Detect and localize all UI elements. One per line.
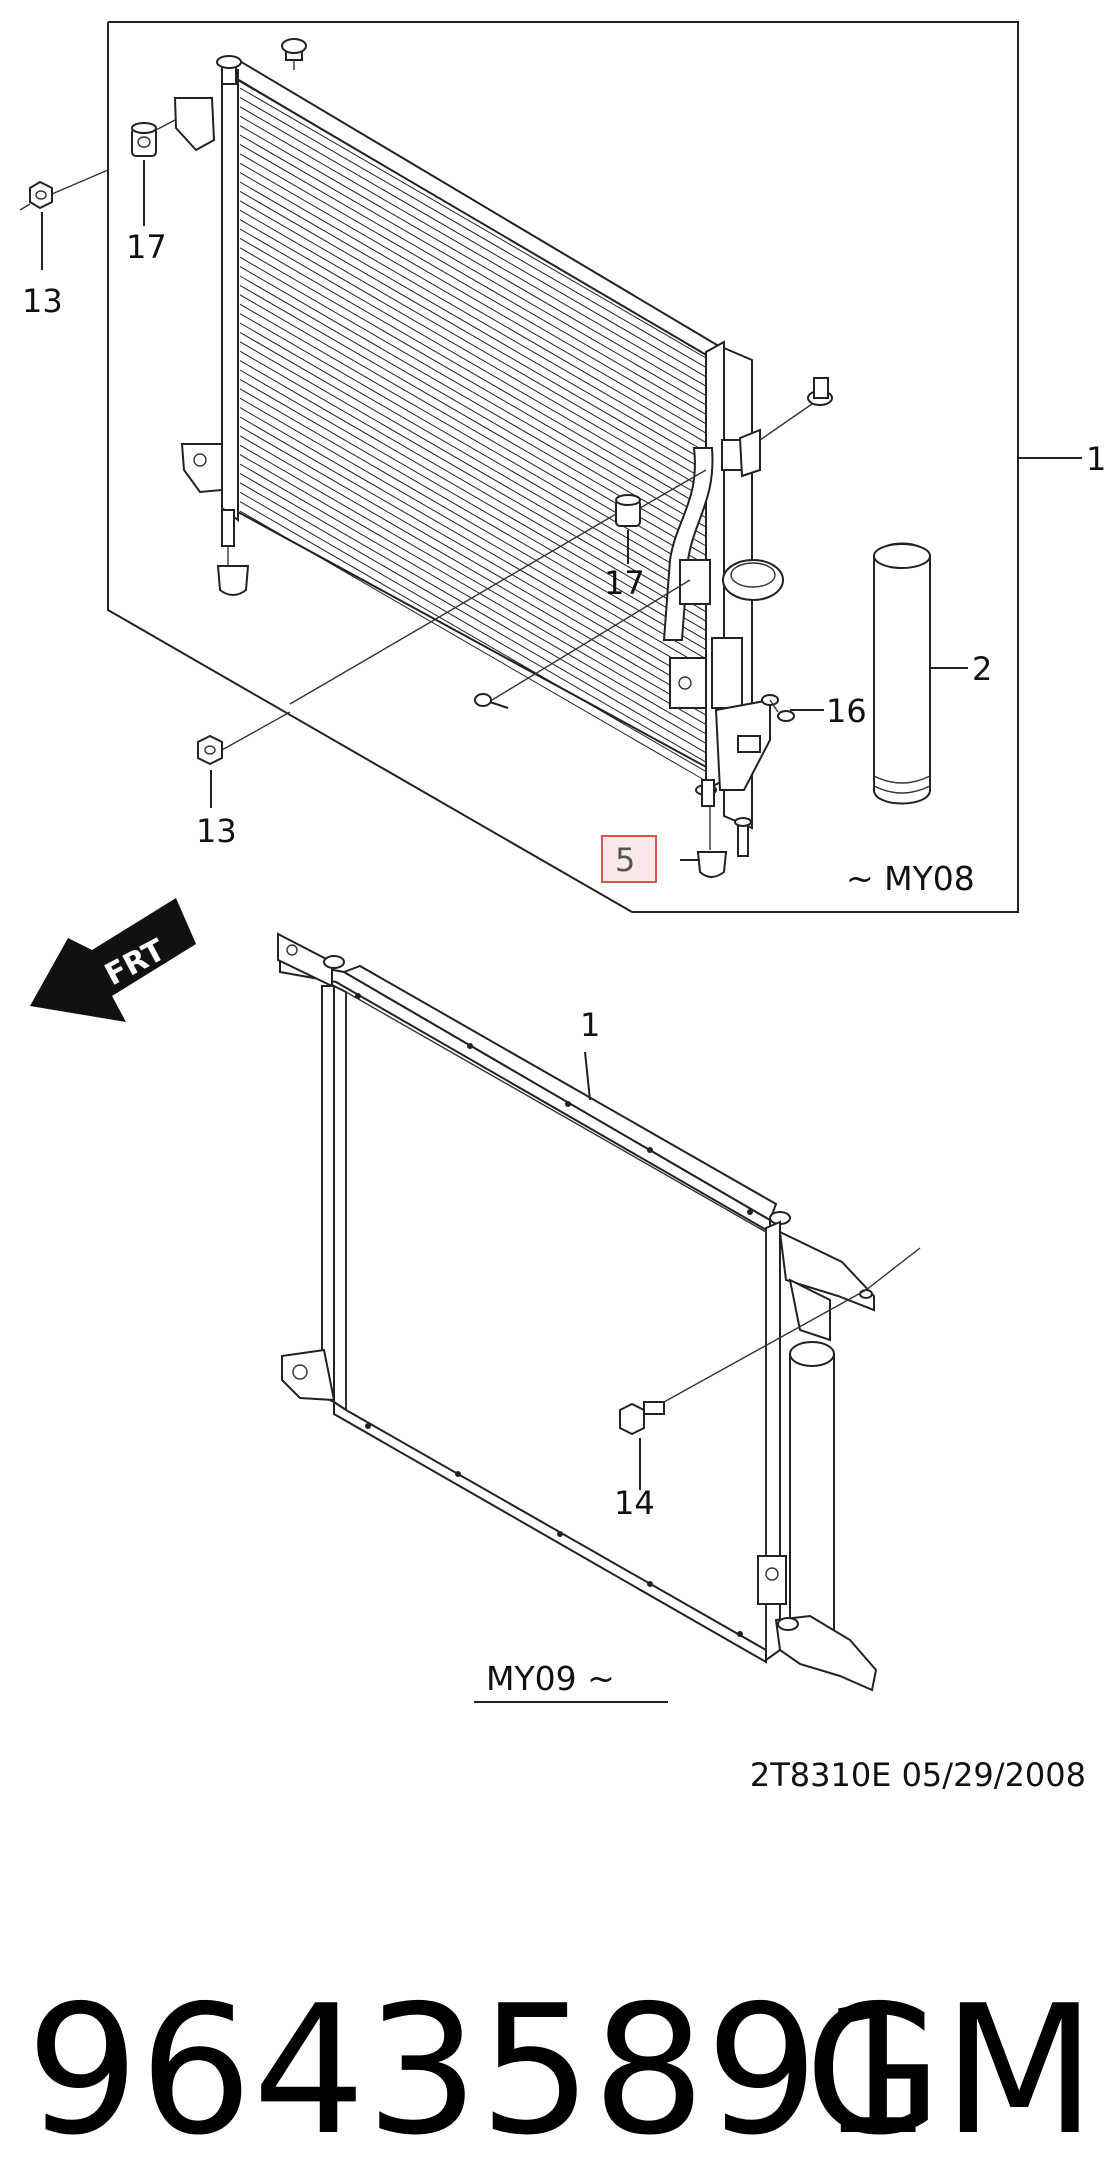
rivet: [747, 1209, 753, 1215]
condenser-fin-line: [239, 303, 707, 575]
condenser-fins: [239, 87, 707, 782]
rivet: [455, 1471, 461, 1477]
condenser-fin-line: [239, 209, 707, 481]
condenser-fin-line: [239, 181, 707, 453]
callout-13-upper: 13: [22, 282, 63, 320]
condenser-fin-line: [239, 106, 707, 378]
part-number: 96435891: [26, 1967, 932, 2160]
upper-assembly: 1 2 16 17 13 17 13 5 ~ MY08: [19, 21, 1106, 913]
condenser-fin-line: [239, 115, 707, 387]
drawing-code: 2T8310E 05/29/2008: [750, 1756, 1086, 1794]
rivet: [737, 1631, 743, 1637]
condenser-fin-line: [239, 482, 707, 754]
condenser-fin-line: [239, 219, 707, 491]
nut-13-upper: [29, 180, 53, 210]
condenser-fin-line: [239, 369, 707, 641]
condenser-fin-line: [239, 162, 707, 434]
condenser-fin-line: [239, 190, 707, 462]
condenser-fin-line: [239, 501, 707, 773]
callout-1-bottom: 1: [580, 1006, 600, 1044]
condenser-fin-line: [239, 378, 707, 650]
condenser-core: [220, 58, 753, 830]
rivet: [565, 1101, 571, 1107]
condenser-fin-line: [239, 125, 707, 397]
condenser-fin-line: [239, 463, 707, 735]
condenser-fin-line: [239, 454, 707, 726]
rivet: [647, 1147, 653, 1153]
rivet: [467, 1043, 473, 1049]
bushing-17-upper: [131, 122, 157, 157]
callout-17-upper: 17: [126, 228, 167, 266]
receiver-drier-2: [873, 542, 931, 805]
leader-lines-upper: [19, 60, 1082, 861]
rail-rivets: [355, 993, 753, 1637]
condenser-fin-line: [239, 96, 707, 368]
callout-16: 16: [826, 692, 867, 730]
condenser-fin-line: [239, 143, 707, 415]
condenser-fin-line: [239, 350, 707, 622]
condenser-fin-line: [239, 87, 707, 359]
callout-13-lower: 13: [196, 812, 237, 850]
left-upper-bracket: [173, 97, 216, 152]
screw-small: [474, 693, 509, 709]
left-lower-bracket: [180, 443, 223, 494]
enclosure-outline: [107, 21, 1019, 913]
condenser-fin-line: [239, 228, 707, 500]
nut-13-lower: [197, 734, 223, 766]
top-pin-left: [216, 55, 242, 85]
brand-name: GM: [804, 1967, 1096, 2160]
condenser-fin-line: [239, 200, 707, 472]
condenser-fin-line: [239, 256, 707, 528]
condenser-fin-line: [239, 360, 707, 632]
condenser-fin-line: [239, 397, 707, 669]
bushing-17-lower: [615, 494, 641, 527]
callout-5-highlight: 5: [601, 835, 657, 883]
condenser-fin-line: [239, 388, 707, 660]
condenser-fin-line: [239, 153, 707, 425]
model-year-upper: ~ MY08: [846, 859, 975, 898]
condenser-fin-line: [239, 266, 707, 538]
condenser-fin-line: [239, 247, 707, 519]
callout-14: 14: [614, 1484, 655, 1522]
condenser-fin-line: [239, 435, 707, 707]
callout-2: 2: [972, 650, 992, 688]
bottom-bushing-right: [696, 851, 728, 878]
callout-17-lower: 17: [604, 564, 645, 602]
condenser-fin-line: [239, 134, 707, 406]
bolt-14: [619, 1401, 665, 1436]
condenser-fin-line: [239, 444, 707, 716]
condenser-fin-line: [239, 472, 707, 744]
condenser-fin-line: [239, 425, 707, 697]
rivet: [647, 1581, 653, 1587]
bottom-bushing-left: [216, 565, 250, 596]
condenser-fin-line: [239, 416, 707, 688]
rivet: [557, 1531, 563, 1537]
right-side-pipes: [662, 377, 833, 878]
rivet: [355, 993, 361, 999]
rivet: [365, 1423, 371, 1429]
condenser-fin-line: [239, 237, 707, 509]
model-year-lower: MY09 ~: [486, 1659, 615, 1698]
receiver-drier-lower: [789, 1341, 835, 1664]
condenser-fin-line: [239, 407, 707, 679]
front-direction-arrow: FRT: [30, 898, 196, 1022]
condenser-fin-line: [239, 510, 707, 782]
mount-cap-top: [281, 38, 307, 61]
condenser-fin-line: [239, 341, 707, 613]
lower-assembly: 1 14 MY09 ~: [277, 932, 921, 1703]
callout-1-top: 1: [1086, 440, 1106, 478]
callout-5: 5: [615, 841, 635, 879]
condenser-fin-line: [239, 172, 707, 444]
condenser-fin-line: [239, 491, 707, 763]
